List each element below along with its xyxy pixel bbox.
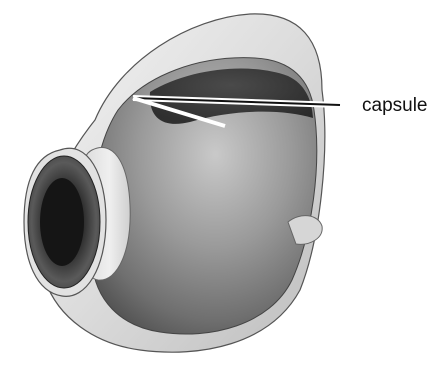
capsule-label: capsule [362, 95, 428, 116]
pupil [40, 178, 84, 266]
